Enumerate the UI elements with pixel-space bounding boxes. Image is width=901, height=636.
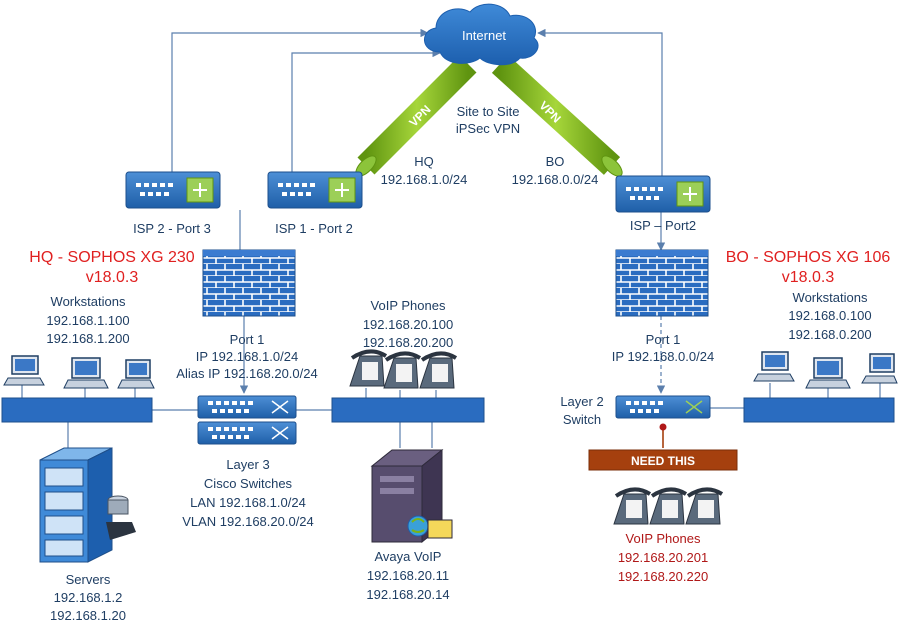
- desktop-icon-1: [3, 355, 45, 386]
- phone-icon-1: [349, 349, 388, 387]
- hq-port-line1: Port 1: [230, 332, 265, 347]
- servers-title: Servers: [66, 572, 111, 587]
- site-to-site-line1: Site to Site: [457, 104, 520, 119]
- bo-port-line2: IP 192.168.0.0/24: [612, 349, 714, 364]
- hq-cisco-switches: [197, 395, 297, 445]
- laptop-icon-2: [805, 357, 851, 389]
- hq-voip-ip2: 192.168.20.200: [363, 335, 453, 350]
- avaya-title: Avaya VoIP: [375, 549, 442, 564]
- bo-ws-ip1: 192.168.0.100: [788, 308, 871, 323]
- hq-ws-ip2: 192.168.1.200: [46, 331, 129, 346]
- internet-label: Internet: [462, 28, 506, 43]
- bo-firewall: [615, 249, 709, 317]
- bo-layer2-switch: [615, 395, 711, 419]
- hq-switch-line3: LAN 192.168.1.0/24: [190, 495, 306, 510]
- hq-version: v18.0.3: [86, 269, 139, 286]
- phone-icon-2: [383, 351, 422, 389]
- bo-switch-line1: Layer 2: [560, 394, 603, 409]
- hq-voip-ip1: 192.168.20.100: [363, 317, 453, 332]
- hq-ws-ip1: 192.168.1.100: [46, 313, 129, 328]
- bo-voip-title: VoIP Phones: [626, 531, 701, 546]
- avaya-ip2: 192.168.20.14: [366, 587, 449, 602]
- hq-net-name: HQ: [414, 154, 434, 169]
- hq-workstation-icons: [3, 355, 155, 389]
- hq-switch-line4: VLAN 192.168.20.0/24: [182, 514, 314, 529]
- need-this-banner: NEED THIS: [588, 449, 738, 471]
- phone-icon-6: [685, 487, 724, 525]
- hq-switch-line1: Layer 3: [226, 457, 269, 472]
- avaya-ip1: 192.168.20.11: [367, 568, 449, 583]
- bo-bus: [743, 397, 895, 423]
- bo-voip-ip2: 192.168.20.220: [618, 569, 708, 584]
- hq-firewall: [202, 249, 296, 317]
- bo-isp-router: [615, 175, 711, 213]
- bo-ws-title: Workstations: [793, 290, 868, 305]
- bo-ws-ip2: 192.168.0.200: [788, 327, 871, 342]
- hq-phone-icons: [349, 349, 458, 389]
- bo-workstation-icons: [753, 351, 898, 389]
- hq-title: HQ - SOPHOS XG 230: [29, 249, 194, 266]
- need-this-label: NEED THIS: [631, 454, 695, 468]
- vpn-tunnel-left: VPN: [355, 55, 477, 177]
- phone-icon-4: [613, 487, 652, 525]
- site-to-site-line2: iPSec VPN: [456, 121, 520, 136]
- bo-net-name: BO: [546, 154, 565, 169]
- desktop-icon-4: [861, 353, 898, 384]
- bo-port-line1: Port 1: [646, 332, 681, 347]
- phone-icon-5: [649, 487, 688, 525]
- hq-isp2-label: ISP 2 - Port 3: [133, 221, 211, 236]
- bo-switch-line2: Switch: [563, 412, 601, 427]
- servers-icon: [39, 447, 136, 563]
- desktop-icon-3: [753, 351, 795, 382]
- hq-ws-title: Workstations: [51, 294, 126, 309]
- bo-title: BO - SOPHOS XG 106: [726, 249, 891, 266]
- hq-port-line3: Alias IP 192.168.20.0/24: [176, 366, 317, 381]
- bo-isp-uplink: [537, 28, 663, 178]
- hq-isp2-router: [125, 171, 221, 209]
- servers-ip2: 192.168.1.20: [50, 608, 126, 623]
- bo-version: v18.0.3: [782, 269, 835, 286]
- bo-voip-ip1: 192.168.20.201: [618, 550, 708, 565]
- hq-right-bus: [331, 397, 485, 423]
- servers-ip1: 192.168.1.2: [54, 590, 123, 605]
- desktop-icon-2: [117, 359, 155, 389]
- hq-isp1-router: [267, 171, 363, 209]
- internet-cloud: Internet: [424, 3, 539, 66]
- links: [21, 28, 881, 448]
- hq-isp1-label: ISP 1 - Port 2: [275, 221, 353, 236]
- isp1-uplink: [291, 48, 441, 172]
- bo-need-link-dot: [659, 423, 667, 431]
- bo-phone-icons: [613, 487, 724, 525]
- laptop-icon-1: [63, 357, 109, 389]
- isp2-uplink: [171, 28, 429, 172]
- hq-switch-line2: Cisco Switches: [204, 476, 293, 491]
- bo-isp-label: ISP – Port2: [630, 218, 696, 233]
- phone-icon-3: [419, 351, 458, 389]
- avaya-server-icon: [370, 448, 453, 544]
- hq-port-line2: IP 192.168.1.0/24: [196, 349, 298, 364]
- hq-net-subnet: 192.168.1.0/24: [381, 172, 468, 187]
- hq-voip-title: VoIP Phones: [371, 298, 446, 313]
- bo-net-subnet: 192.168.0.0/24: [512, 172, 599, 187]
- hq-left-bus: [1, 397, 153, 423]
